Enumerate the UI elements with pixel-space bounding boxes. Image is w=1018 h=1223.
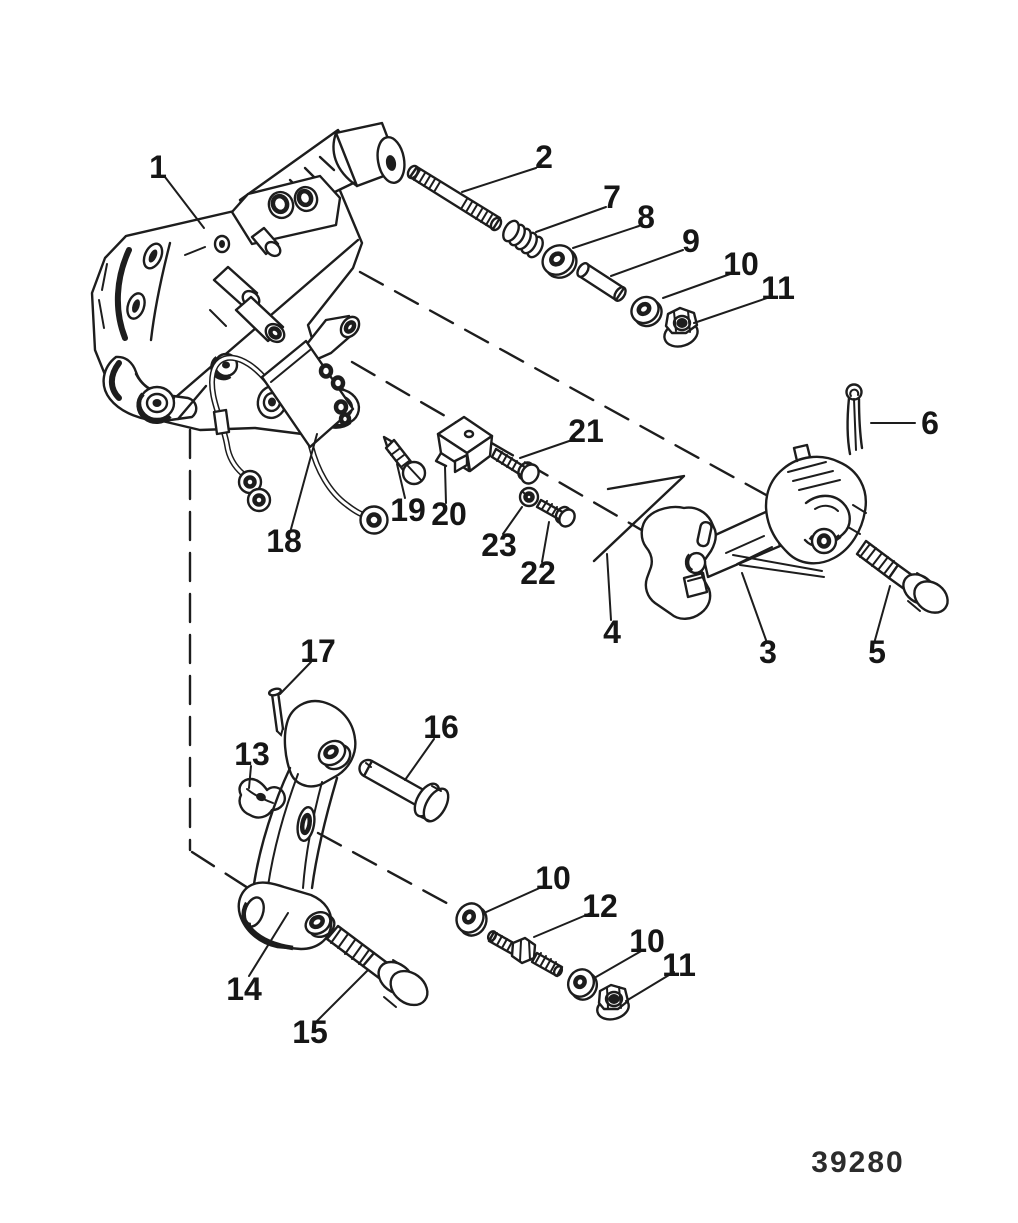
callout-20: 20 <box>431 496 467 532</box>
callout-8: 8 <box>637 199 655 235</box>
part-22-screw <box>535 498 576 528</box>
part-18-switch-assembly <box>209 314 389 535</box>
part-10-washer-lower <box>566 968 599 1001</box>
callout-2: 2 <box>535 139 553 175</box>
callout-15: 15 <box>292 1014 328 1050</box>
callout-17: 17 <box>300 633 336 669</box>
part-7-spring <box>502 219 544 259</box>
callout-21: 21 <box>568 413 604 449</box>
callout-11b: 11 <box>662 947 696 983</box>
part-14-link-lever <box>237 699 357 951</box>
callout-13: 13 <box>234 736 270 772</box>
callout-labels: 1 2 7 8 9 10 11 6 21 19 20 23 22 18 4 3 … <box>149 139 939 1050</box>
part-16-clevis-pin <box>358 758 450 823</box>
part-8-washer <box>541 244 578 279</box>
part-4-pointer <box>592 474 686 563</box>
part-5-bolt <box>855 539 949 614</box>
callout-6: 6 <box>921 405 939 441</box>
part-10-washer-mid <box>455 902 488 937</box>
part-19-screw <box>382 435 427 486</box>
part-21-screw <box>490 447 540 485</box>
figure-number: 39280 <box>811 1146 904 1179</box>
part-1-bracket <box>90 121 406 437</box>
part-12-stud <box>486 930 564 978</box>
part-15-bolt <box>325 924 429 1008</box>
part-6-cotter-pin <box>845 383 864 456</box>
callout-9: 9 <box>682 223 700 259</box>
part-9-pin <box>576 262 627 302</box>
callout-7: 7 <box>603 179 621 215</box>
callout-5: 5 <box>868 634 886 670</box>
callout-18: 18 <box>266 523 302 559</box>
callout-10a: 10 <box>723 246 759 282</box>
part-23-washer <box>518 486 540 508</box>
callout-19: 19 <box>390 492 426 528</box>
part-3-shift-lever <box>640 443 867 620</box>
part-11-locknut-upper <box>663 306 699 348</box>
part-2-stud <box>406 164 503 232</box>
part-11-locknut-lower <box>596 983 630 1021</box>
part-20-clamp-block <box>434 415 494 474</box>
part-10-washer-upper <box>630 295 663 328</box>
callout-12: 12 <box>582 888 618 924</box>
callout-3: 3 <box>759 634 777 670</box>
callout-1: 1 <box>149 149 167 185</box>
callout-16: 16 <box>423 709 459 745</box>
part-17-pin <box>267 687 285 737</box>
callout-4: 4 <box>603 614 621 650</box>
callout-14: 14 <box>226 971 262 1007</box>
callout-23: 23 <box>481 527 517 563</box>
leader-lines <box>164 167 916 1022</box>
callout-11a: 11 <box>761 270 795 306</box>
callout-10b: 10 <box>535 860 571 896</box>
callout-22: 22 <box>520 555 556 591</box>
callout-10c: 10 <box>629 923 665 959</box>
